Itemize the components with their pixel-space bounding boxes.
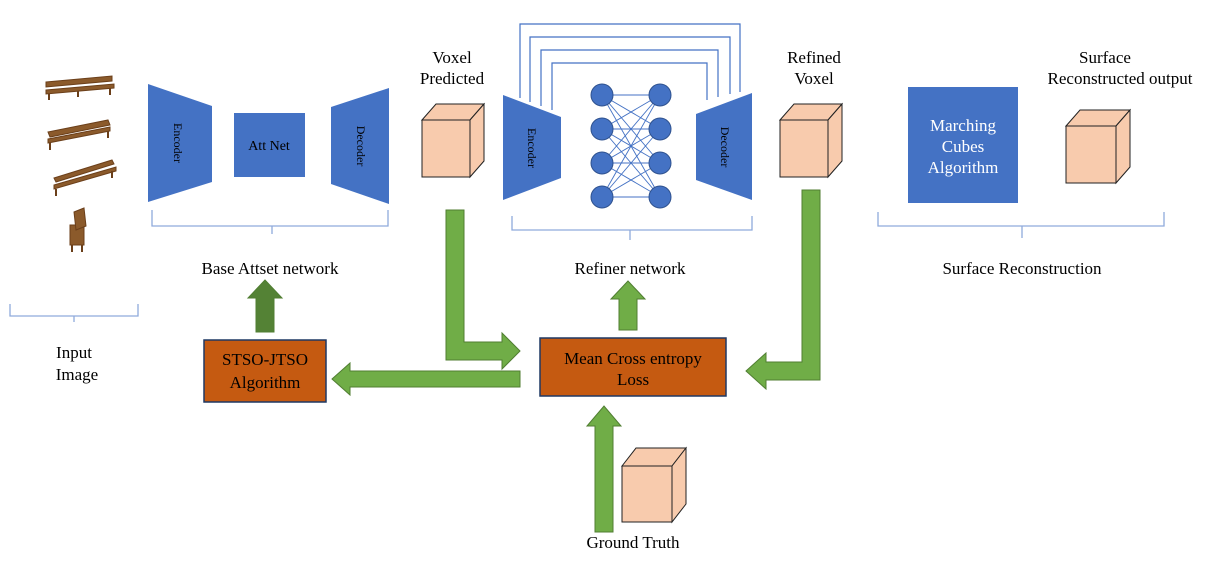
ground-truth-cube — [620, 446, 688, 524]
arrows — [246, 189, 821, 533]
refined-voxel-cube — [778, 102, 844, 179]
bench-thumbnail-1 — [45, 75, 115, 100]
base-network-title: Base Attset network — [202, 259, 339, 278]
stso-jtso-block — [203, 339, 327, 403]
stso-jtso-label-1: STSO-JTSO — [222, 350, 308, 369]
refiner-decoder-label: Decoder — [718, 127, 732, 168]
refiner-encoder-block — [503, 95, 561, 200]
skip-connections — [519, 23, 741, 110]
input-image-brace — [9, 304, 139, 322]
arrow-refined-to-loss — [745, 189, 821, 391]
encoder-block — [148, 84, 212, 202]
marching-cubes-label-2: Cubes — [942, 137, 985, 156]
loss-block — [539, 337, 727, 397]
refined-voxel-title-1: Refined — [787, 48, 841, 67]
stso-jtso-label-2: Algorithm — [230, 373, 301, 392]
refiner-encoder-label: Encoder — [525, 128, 539, 168]
voxel-predicted-title-2: Predicted — [420, 69, 485, 88]
refiner-network-title: Refiner network — [575, 259, 686, 278]
voxel-predicted-title-1: Voxel — [432, 48, 472, 67]
refiner-network-brace — [511, 216, 753, 240]
voxel-predicted-cube — [420, 102, 486, 179]
neural-net-nodes — [590, 83, 672, 209]
arrow-loss-to-stso — [331, 361, 521, 397]
base-network-brace — [151, 210, 389, 234]
bench-thumbnail-3 — [53, 159, 117, 196]
braces — [9, 210, 1165, 322]
arrow-voxel-to-loss — [445, 209, 521, 371]
nn-node — [648, 185, 672, 209]
surface-output-title-1: Surface — [1079, 48, 1131, 67]
marching-cubes-block — [908, 87, 1018, 203]
arrow-ground-truth-to-loss — [585, 405, 623, 533]
decoder-label: Decoder — [354, 126, 368, 167]
arrow-to-base-network — [246, 279, 284, 333]
ground-truth-title: Ground Truth — [586, 533, 680, 552]
bench-thumbnail-2 — [47, 119, 111, 150]
loss-label-1: Mean Cross entropy — [564, 349, 702, 368]
refiner-decoder-block — [696, 93, 752, 200]
nn-node — [648, 117, 672, 141]
surface-reconstruction-title: Surface Reconstruction — [942, 259, 1102, 278]
input-image-title-1: Input — [56, 343, 92, 362]
refined-voxel-title-2: Voxel — [794, 69, 834, 88]
marching-cubes-label-1: Marching — [930, 116, 997, 135]
bench-thumbnail-4 — [69, 207, 87, 252]
att-net-block — [234, 113, 305, 177]
input-image-thumbnails — [45, 75, 117, 252]
surface-output-title-2: Reconstructed output — [1048, 69, 1193, 88]
surface-reconstruction-brace — [877, 212, 1165, 238]
nn-node — [590, 151, 614, 175]
arrow-loss-to-refiner — [609, 280, 647, 331]
marching-cubes-label-3: Algorithm — [928, 158, 999, 177]
decoder-block — [331, 88, 389, 204]
nn-node — [648, 83, 672, 107]
input-image-title-2: Image — [56, 365, 98, 384]
nn-node — [590, 83, 614, 107]
surface-output-cube — [1064, 108, 1132, 185]
neural-net-connections — [601, 94, 661, 198]
loss-label-2: Loss — [617, 370, 649, 389]
encoder-label: Encoder — [171, 123, 185, 163]
att-net-label: Att Net — [248, 139, 290, 154]
nn-node — [648, 151, 672, 175]
nn-node — [590, 117, 614, 141]
nn-node — [590, 185, 614, 209]
